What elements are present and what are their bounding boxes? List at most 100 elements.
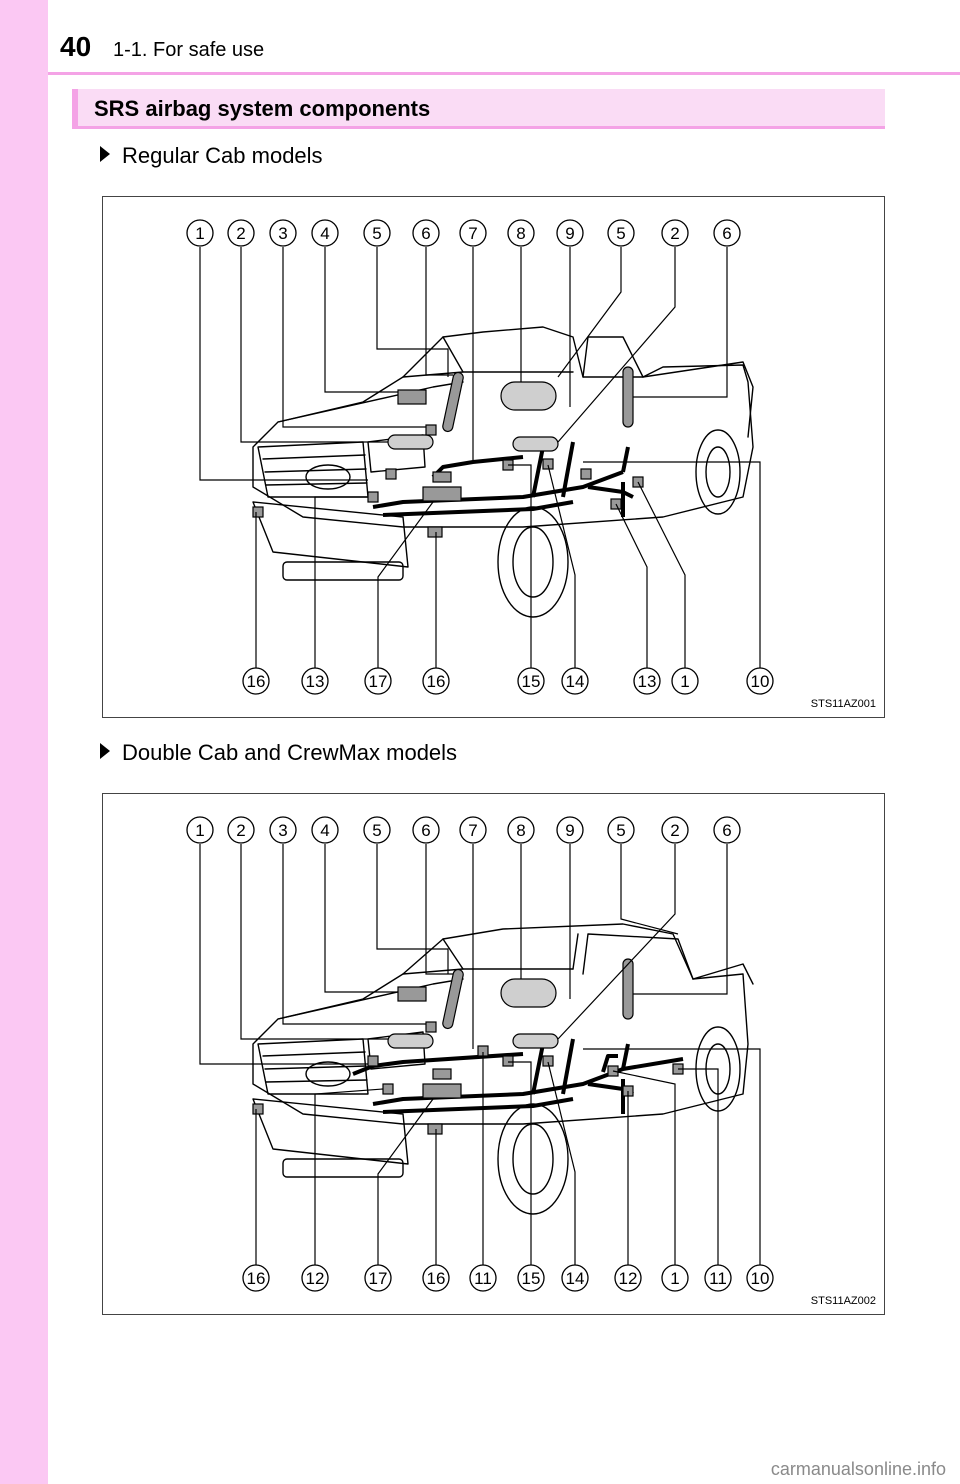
- header-rule: [48, 72, 960, 75]
- callout-marker: 15: [517, 667, 545, 695]
- svg-text:6: 6: [421, 821, 430, 840]
- callout-marker: 17: [364, 1264, 392, 1292]
- callout-marker: 12: [301, 1264, 329, 1292]
- callout-marker: 16: [422, 1264, 450, 1292]
- svg-text:2: 2: [236, 224, 245, 243]
- callout-marker: 1: [186, 219, 214, 247]
- callout-marker: 7: [459, 816, 487, 844]
- truck-illustration-double-cab: [252, 923, 754, 1215]
- page-number: 40: [60, 31, 92, 62]
- figure-1-caption-text: Regular Cab models: [122, 143, 323, 168]
- callout-marker: 1: [671, 667, 699, 695]
- figure-2: 1 2 3 4 5 6 7 8 9 5 2 6 16 12 17 16 11 1…: [102, 793, 885, 1315]
- callout-marker: 10: [746, 667, 774, 695]
- svg-text:9: 9: [565, 224, 574, 243]
- svg-text:13: 13: [306, 672, 325, 691]
- svg-text:15: 15: [522, 1269, 541, 1288]
- svg-text:10: 10: [751, 1269, 770, 1288]
- figure-1-leader-lines: [199, 247, 761, 669]
- svg-text:16: 16: [247, 1269, 266, 1288]
- chapter-side-tab: [0, 0, 48, 1484]
- callout-marker: 14: [561, 667, 589, 695]
- callout-marker: 8: [507, 816, 535, 844]
- callout-marker: 6: [713, 816, 741, 844]
- svg-text:1: 1: [680, 672, 689, 691]
- figure-1-code: STS11AZ001: [810, 698, 876, 710]
- svg-text:4: 4: [320, 224, 329, 243]
- svg-text:8: 8: [516, 821, 525, 840]
- callout-marker: 12: [614, 1264, 642, 1292]
- svg-text:5: 5: [372, 821, 381, 840]
- callout-marker: 5: [363, 816, 391, 844]
- figure-2-bottom-callouts: 16 12 17 16 11 15 14 12 1 11 10: [242, 1264, 774, 1292]
- callout-marker: 7: [459, 219, 487, 247]
- svg-text:7: 7: [468, 821, 477, 840]
- svg-text:14: 14: [566, 672, 585, 691]
- callout-marker: 4: [311, 816, 339, 844]
- callout-marker: 14: [561, 1264, 589, 1292]
- callout-marker: 3: [269, 219, 297, 247]
- svg-text:6: 6: [722, 224, 731, 243]
- callout-marker: 13: [301, 667, 329, 695]
- callout-marker: 11: [469, 1264, 497, 1292]
- figure-1-top-callouts: 1 2 3 4 5 6 7 8 9 5 2 6: [186, 219, 741, 247]
- svg-text:1: 1: [195, 224, 204, 243]
- figure-1: 1 2 3 4 5 6 7 8 9 5 2 6 16 13 17 16 15 1…: [102, 196, 885, 718]
- svg-text:2: 2: [236, 821, 245, 840]
- svg-text:11: 11: [474, 1269, 492, 1288]
- svg-text:7: 7: [468, 224, 477, 243]
- callout-marker: 16: [242, 1264, 270, 1292]
- svg-text:17: 17: [369, 672, 388, 691]
- callout-marker: 15: [517, 1264, 545, 1292]
- figure-2-leader-lines: [199, 844, 761, 1266]
- callout-marker: 9: [556, 219, 584, 247]
- callout-marker: 16: [422, 667, 450, 695]
- callout-marker: 2: [227, 219, 255, 247]
- svg-text:10: 10: [751, 672, 770, 691]
- callout-marker: 1: [186, 816, 214, 844]
- svg-text:3: 3: [278, 821, 287, 840]
- figure-2-drawing: 1 2 3 4 5 6 7 8 9 5 2 6 16 12 17 16 11 1…: [186, 816, 774, 1292]
- truck-illustration-regular-cab: [252, 326, 754, 618]
- bullet-arrow-icon: [100, 743, 110, 759]
- figure-2-top-callouts: 1 2 3 4 5 6 7 8 9 5 2 6: [186, 816, 741, 844]
- svg-text:12: 12: [619, 1269, 638, 1288]
- svg-text:6: 6: [421, 224, 430, 243]
- figure-1-drawing: 1 2 3 4 5 6 7 8 9 5 2 6 16 13 17 16 15 1…: [186, 219, 774, 695]
- figure-1-bottom-callouts: 16 13 17 16 15 14 13 1 10: [242, 667, 774, 695]
- svg-text:5: 5: [616, 821, 625, 840]
- section-title: SRS airbag system components: [94, 96, 431, 121]
- callout-marker: 5: [607, 219, 635, 247]
- svg-text:12: 12: [306, 1269, 325, 1288]
- callout-marker: 16: [242, 667, 270, 695]
- callout-marker: 2: [661, 816, 689, 844]
- svg-text:5: 5: [372, 224, 381, 243]
- svg-text:4: 4: [320, 821, 329, 840]
- callout-marker: 9: [556, 816, 584, 844]
- svg-text:3: 3: [278, 224, 287, 243]
- callout-marker: 2: [227, 816, 255, 844]
- chapter-title: 1-1. For safe use: [113, 39, 265, 61]
- callout-marker: 4: [311, 219, 339, 247]
- callout-marker: 1: [661, 1264, 689, 1292]
- svg-text:6: 6: [722, 821, 731, 840]
- section-heading: SRS airbag system components: [72, 89, 885, 129]
- figure-2-caption: Double Cab and CrewMax models: [100, 740, 457, 766]
- svg-text:1: 1: [670, 1269, 679, 1288]
- callout-marker: 5: [363, 219, 391, 247]
- svg-text:13: 13: [638, 672, 657, 691]
- svg-text:16: 16: [247, 672, 266, 691]
- svg-text:5: 5: [616, 224, 625, 243]
- callout-marker: 17: [364, 667, 392, 695]
- bullet-arrow-icon: [100, 146, 110, 162]
- svg-text:11: 11: [709, 1269, 727, 1288]
- callout-marker: 10: [746, 1264, 774, 1292]
- callout-marker: 13: [633, 667, 661, 695]
- callout-marker: 5: [607, 816, 635, 844]
- figure-1-caption: Regular Cab models: [100, 143, 323, 169]
- figure-2-caption-text: Double Cab and CrewMax models: [122, 740, 458, 765]
- figure-2-code: STS11AZ002: [810, 1295, 876, 1307]
- svg-text:2: 2: [670, 224, 679, 243]
- svg-text:15: 15: [522, 672, 541, 691]
- svg-text:2: 2: [670, 821, 679, 840]
